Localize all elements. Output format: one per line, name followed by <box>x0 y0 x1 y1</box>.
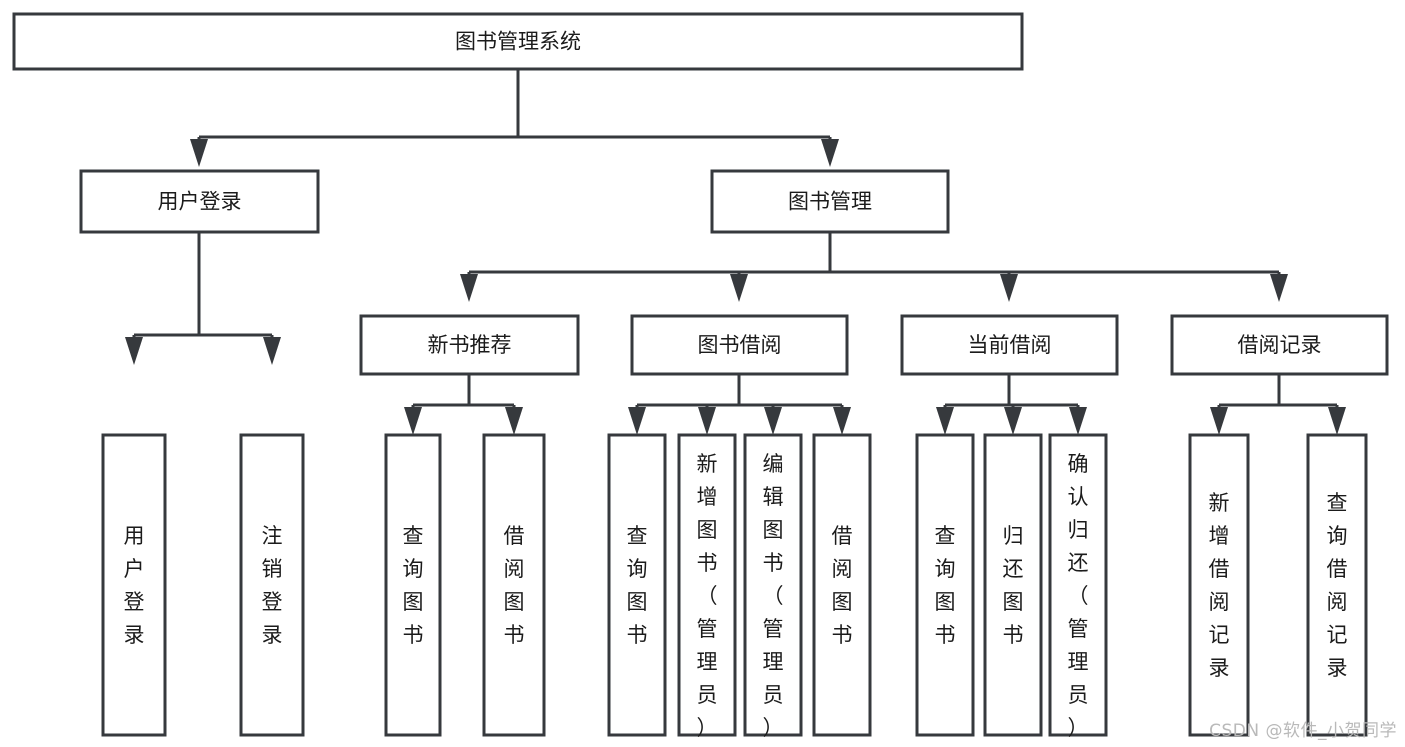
node-box-leaf-confirm-return[interactable] <box>1048 433 1108 737</box>
node-leaf-query-borrow-record[interactable]: 查询借阅记录 <box>1306 433 1368 737</box>
node-label-leaf-add-borrow-record: 新增借阅记录 <box>1209 491 1230 680</box>
node-leaf-query-book-recommend[interactable]: 查询图书 <box>384 433 442 737</box>
node-label-book-manage: 图书管理 <box>788 190 872 214</box>
node-label-root: 图书管理系统 <box>455 30 581 54</box>
node-label-leaf-add-book: 新增图书（管理员） <box>697 452 718 740</box>
node-leaf-query-book-current[interactable]: 查询图书 <box>915 433 975 737</box>
nodes-layer: 图书管理系统用户登录图书管理新书推荐图书借阅当前借阅借阅记录用户登录注销登录查询… <box>12 12 1389 740</box>
edge-arrowhead-1 <box>821 139 839 167</box>
edge-arrowhead-2 <box>764 407 782 435</box>
edge-group-recommend_to_leaves <box>404 374 523 435</box>
edge-arrowhead-0 <box>460 274 478 302</box>
node-leaf-return-book[interactable]: 归还图书 <box>983 433 1043 737</box>
node-box-leaf-add-book[interactable] <box>677 433 737 737</box>
node-book-borrow[interactable]: 图书借阅 <box>630 314 849 376</box>
edge-arrowhead-1 <box>505 407 523 435</box>
edge-arrowhead-1 <box>1328 407 1346 435</box>
edge-arrowhead-0 <box>936 407 954 435</box>
edge-arrowhead-3 <box>1270 274 1288 302</box>
edge-group-bookmanage_to_level3 <box>460 232 1288 302</box>
node-box-borrow-record[interactable] <box>1170 314 1389 376</box>
node-leaf-user-login[interactable]: 用户登录 <box>101 433 167 737</box>
node-book-manage[interactable]: 图书管理 <box>710 169 950 234</box>
node-leaf-borrow-book-recommend[interactable]: 借阅图书 <box>482 433 546 737</box>
node-borrow-record[interactable]: 借阅记录 <box>1170 314 1389 376</box>
node-box-leaf-query-book-recommend[interactable] <box>384 433 442 737</box>
edge-arrowhead-2 <box>1069 407 1087 435</box>
node-label-leaf-query-borrow-record: 查询借阅记录 <box>1327 491 1348 680</box>
node-box-leaf-borrow-book-recommend[interactable] <box>482 433 546 737</box>
node-box-book-borrow[interactable] <box>630 314 849 376</box>
edge-arrowhead-0 <box>1210 407 1228 435</box>
edge-arrowhead-1 <box>698 407 716 435</box>
node-label-leaf-query-book-recommend: 查询图书 <box>403 524 424 647</box>
edge-group-current_to_leaves <box>936 374 1087 435</box>
node-label-leaf-user-login: 用户登录 <box>124 524 145 647</box>
node-label-leaf-confirm-return: 确认归还（管理员） <box>1068 452 1089 740</box>
node-label-leaf-query-book-current: 查询图书 <box>935 524 956 647</box>
edge-arrowhead-1 <box>263 337 281 365</box>
node-current-borrow[interactable]: 当前借阅 <box>900 314 1119 376</box>
edge-arrowhead-2 <box>1000 274 1018 302</box>
node-leaf-add-book[interactable]: 新增图书（管理员） <box>677 433 737 740</box>
node-new-book-recommend[interactable]: 新书推荐 <box>359 314 580 376</box>
node-box-leaf-borrow-book[interactable] <box>812 433 872 737</box>
node-box-leaf-query-borrow-record[interactable] <box>1306 433 1368 737</box>
node-box-leaf-add-borrow-record[interactable] <box>1188 433 1250 737</box>
edge-arrowhead-0 <box>190 139 208 167</box>
node-leaf-logout[interactable]: 注销登录 <box>239 433 305 737</box>
node-leaf-borrow-book[interactable]: 借阅图书 <box>812 433 872 737</box>
node-label-book-borrow: 图书借阅 <box>698 333 782 357</box>
edge-arrowhead-3 <box>833 407 851 435</box>
edge-arrowhead-1 <box>1004 407 1022 435</box>
edge-group-record_to_leaves <box>1210 374 1346 435</box>
edge-group-root_to_level2 <box>190 69 839 167</box>
node-root[interactable]: 图书管理系统 <box>12 12 1024 71</box>
node-box-leaf-edit-book[interactable] <box>743 433 803 737</box>
node-label-leaf-borrow-book-recommend: 借阅图书 <box>504 524 525 647</box>
edge-arrowhead-1 <box>730 274 748 302</box>
node-box-leaf-query-book-borrow[interactable] <box>607 433 667 737</box>
node-label-leaf-borrow-book: 借阅图书 <box>832 524 853 647</box>
node-label-leaf-edit-book: 编辑图书（管理员） <box>763 452 784 740</box>
node-box-leaf-return-book[interactable] <box>983 433 1043 737</box>
edge-arrowhead-0 <box>404 407 422 435</box>
node-box-leaf-query-book-current[interactable] <box>915 433 975 737</box>
node-box-leaf-logout[interactable] <box>239 433 305 737</box>
node-box-new-book-recommend[interactable] <box>359 314 580 376</box>
node-box-root[interactable] <box>12 12 1024 71</box>
node-box-book-manage[interactable] <box>710 169 950 234</box>
edge-group-borrow_to_leaves <box>628 374 851 435</box>
edge-arrowhead-0 <box>628 407 646 435</box>
edge-arrowhead-0 <box>125 337 143 365</box>
node-label-borrow-record: 借阅记录 <box>1238 333 1322 357</box>
node-leaf-edit-book[interactable]: 编辑图书（管理员） <box>743 433 803 740</box>
node-box-leaf-user-login[interactable] <box>101 433 167 737</box>
node-box-user-login[interactable] <box>79 169 320 234</box>
node-label-leaf-logout: 注销登录 <box>262 524 283 647</box>
node-leaf-add-borrow-record[interactable]: 新增借阅记录 <box>1188 433 1250 737</box>
node-label-leaf-return-book: 归还图书 <box>1003 524 1024 647</box>
edges-layer <box>125 69 1346 435</box>
node-box-current-borrow[interactable] <box>900 314 1119 376</box>
node-label-new-book-recommend: 新书推荐 <box>428 333 512 357</box>
node-leaf-query-book-borrow[interactable]: 查询图书 <box>607 433 667 737</box>
node-label-current-borrow: 当前借阅 <box>968 333 1052 357</box>
edge-group-userlogin_to_leaves <box>125 232 281 365</box>
node-label-user-login: 用户登录 <box>158 190 242 214</box>
node-leaf-confirm-return[interactable]: 确认归还（管理员） <box>1048 433 1108 740</box>
node-user-login[interactable]: 用户登录 <box>79 169 320 234</box>
node-label-leaf-query-book-borrow: 查询图书 <box>627 524 648 647</box>
